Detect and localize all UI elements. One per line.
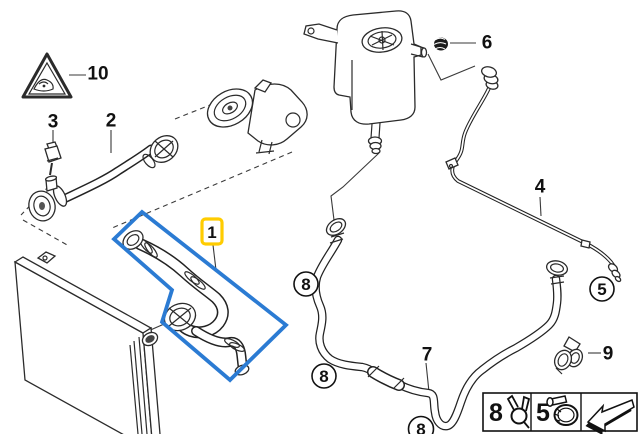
callout-8-lower[interactable]: 8 — [407, 415, 435, 434]
leader-callout-4 — [539, 196, 542, 217]
pipe4-clip-b — [580, 239, 591, 249]
warning-triangle-icon — [21, 52, 73, 99]
temperature-sensor — [44, 141, 62, 176]
dashed-leader-radiator — [22, 219, 70, 247]
callout-8-middle[interactable]: 8 — [311, 363, 337, 389]
leader-callout-1 — [212, 244, 217, 271]
pipe4-end-fitting — [607, 263, 622, 283]
callout-5[interactable]: 5 — [589, 276, 615, 302]
tank-bottom-outlet — [367, 122, 383, 155]
callout-9[interactable]: 9 — [603, 344, 614, 365]
hose-2 — [28, 135, 179, 222]
thermostat-housing — [206, 79, 308, 155]
callout-7[interactable]: 7 — [422, 345, 433, 366]
callout-1-label[interactable]: 1 — [207, 223, 216, 242]
svg-text:5: 5 — [597, 280, 606, 299]
hose-7 — [316, 218, 569, 426]
radiator — [13, 251, 161, 434]
screw-clamp-icon — [546, 395, 579, 426]
leader-callout-7 — [425, 362, 430, 393]
callout-4[interactable]: 4 — [535, 177, 546, 198]
svg-text:8: 8 — [301, 275, 310, 294]
legend-cell-direction — [585, 398, 635, 434]
vent-pipe-4 — [445, 66, 622, 283]
legend-cell-screw-clamp: 5 — [536, 395, 579, 427]
leader-tank-to-pipe4 — [427, 53, 476, 81]
leader-tank-to-hose7 — [330, 152, 380, 221]
callout-1-box[interactable]: 1 — [200, 217, 224, 246]
pipe-clip-9 — [553, 336, 584, 375]
callout-10[interactable]: 10 — [87, 64, 108, 85]
callout-6[interactable]: 6 — [482, 33, 493, 54]
legend-cell-spring-clamp: 8 — [489, 394, 531, 429]
callout-8-upper[interactable]: 8 — [293, 271, 319, 297]
dashed-leader-hose2-thermostat — [174, 104, 211, 120]
pipe4-connector — [480, 66, 499, 90]
hose7-right-bell — [545, 260, 569, 285]
hose7-top-bell — [325, 218, 347, 244]
expansion-tank — [303, 10, 428, 155]
svg-text:8: 8 — [319, 367, 328, 386]
callout-2[interactable]: 2 — [106, 111, 117, 132]
dashed-leader-thermostat-hose1 — [111, 151, 293, 229]
spring-clamp-icon — [506, 394, 531, 429]
direction-arrow-icon — [585, 398, 635, 434]
hose1-bell — [163, 302, 197, 332]
highlight-outline — [111, 209, 289, 383]
legend: 8 5 — [482, 392, 638, 434]
svg-text:8: 8 — [416, 420, 425, 434]
tank-side-port — [410, 43, 425, 58]
callout-3[interactable]: 3 — [48, 112, 59, 133]
tank-cap — [361, 27, 403, 53]
legend-screw-clamp-label: 5 — [536, 399, 550, 427]
vent-plug-6 — [433, 37, 448, 51]
legend-spring-clamp-label: 8 — [489, 399, 503, 427]
